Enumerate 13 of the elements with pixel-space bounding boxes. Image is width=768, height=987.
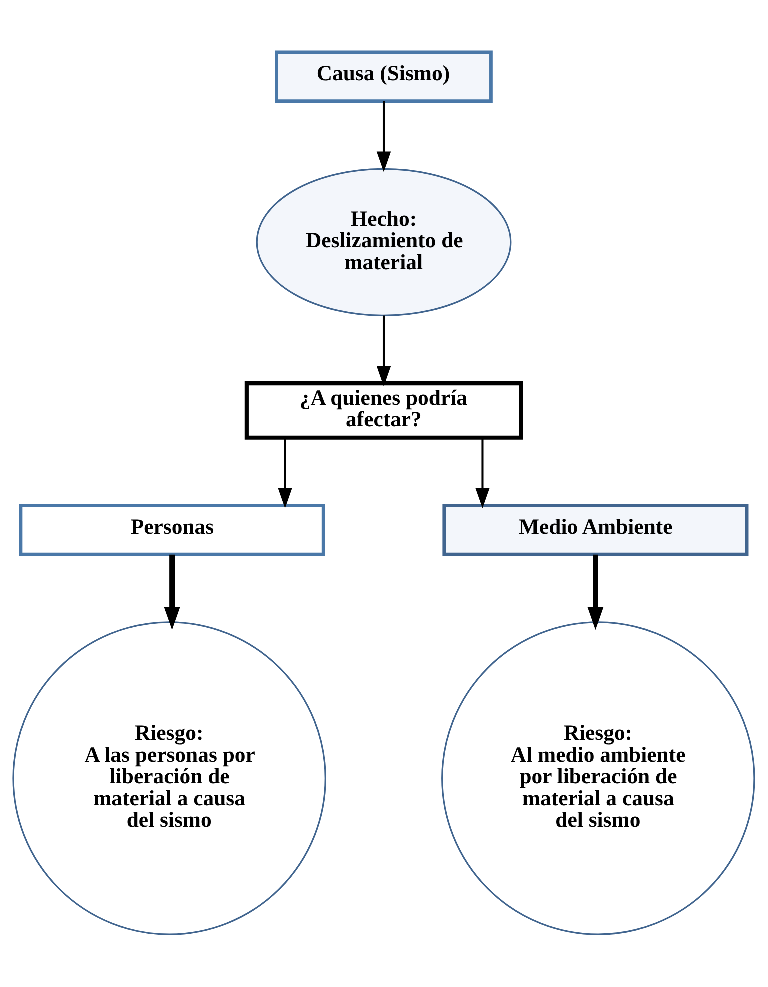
node-box: Personas [19,504,326,556]
arrow [476,438,490,508]
node-circle: Riesgo: Al medio ambiente por liberación de material a causa del sismo [442,622,756,936]
node-circle: Riesgo: A las personas por liberación de material a causa del sismo [12,622,326,936]
node-ellipse: Hecho: Deslizamiento de material [256,168,512,317]
node-box: Causa (Sismo) [275,50,493,103]
node-box: ¿A quienes podría afectar? [244,382,524,440]
node-box: Medio Ambiente [442,504,749,556]
arrow [376,316,392,387]
arrow [588,554,604,630]
arrow [278,438,292,508]
arrow [164,554,180,630]
arrow [376,101,392,172]
